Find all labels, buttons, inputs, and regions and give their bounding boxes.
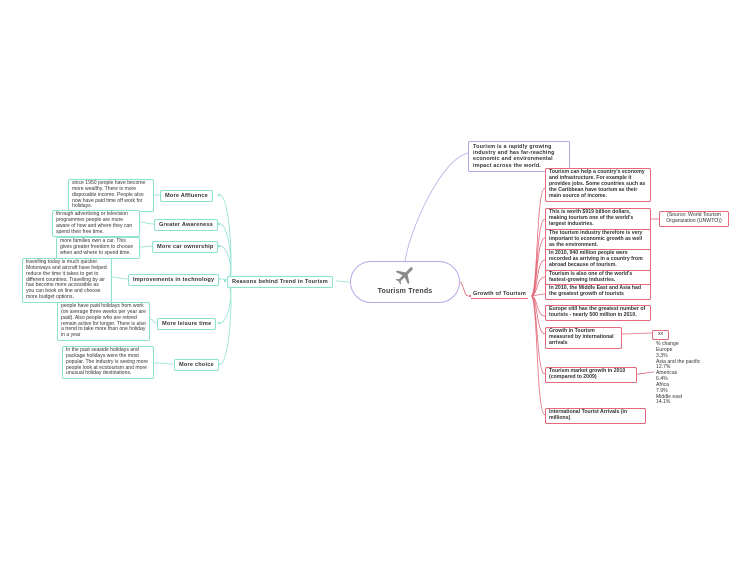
- topic-more-car-ownership[interactable]: More car ownership: [152, 241, 219, 254]
- small-box: xx: [652, 330, 669, 340]
- note-more-leisure-time: people have paid holidays from work (on …: [57, 302, 150, 342]
- intro-note[interactable]: Tourism is a rapidly growing industry an…: [468, 141, 570, 172]
- growth-item-economy[interactable]: Tourism can help a country's economy and…: [545, 168, 651, 202]
- topic-more-choice[interactable]: More choice: [174, 359, 219, 372]
- airplane-icon: [395, 267, 413, 285]
- topic-greater-awareness[interactable]: Greater Awareness: [154, 219, 219, 232]
- growth-item-europe[interactable]: Europe still has the greatest number of …: [545, 305, 651, 321]
- central-topic[interactable]: Tourism Trends: [350, 261, 460, 303]
- note-more-choice: In the past seaside holidays and package…: [62, 346, 154, 380]
- growth-item-importance[interactable]: The tourism industry therefore is very i…: [545, 229, 651, 251]
- note-greater-awareness: through advertising or television progra…: [52, 210, 140, 238]
- growth-item-worth[interactable]: This is worth $919 billion dollars, maki…: [545, 208, 651, 230]
- note-improvements-in-technology: travelling today is much quicker. Motorw…: [22, 258, 112, 303]
- growth-main-topic[interactable]: Growth of Tourism: [471, 291, 529, 300]
- growth-item-middle-east-asia[interactable]: In 2010, the Middle East and Asia had th…: [545, 284, 651, 300]
- note-more-car-ownership: more families own a car. This gives grea…: [56, 237, 140, 259]
- note-more-affluence: since 1950 people have become more wealt…: [68, 179, 154, 213]
- market-growth-list: % change Europe 3.3% Asia and the pacifi…: [656, 341, 701, 406]
- central-title: Tourism Trends: [377, 288, 433, 295]
- growth-item-fastest-growing[interactable]: Tourism is also one of the world's faste…: [545, 270, 651, 286]
- growth-item-market-growth[interactable]: Tourism market growth in 2010 (compared …: [545, 367, 637, 383]
- topic-more-leisure-time[interactable]: More leisure time: [157, 318, 217, 331]
- growth-item-measured-arrivals[interactable]: Growth in Tourism measured by internatio…: [545, 327, 622, 349]
- topic-more-affluence[interactable]: More Affluence: [160, 190, 213, 203]
- growth-item-tourist-arrivals[interactable]: International Tourist Arrivals (in milli…: [545, 408, 646, 424]
- reasons-main-topic[interactable]: Reasons behind Trend in Tourism: [227, 276, 333, 289]
- growth-item-arrivals-2010[interactable]: In 2010, 940 million people were recorde…: [545, 249, 651, 271]
- source-note: (Source: World Tourism Organization (UNW…: [659, 211, 729, 227]
- topic-improvements-in-technology[interactable]: Improvements in technology: [128, 274, 220, 287]
